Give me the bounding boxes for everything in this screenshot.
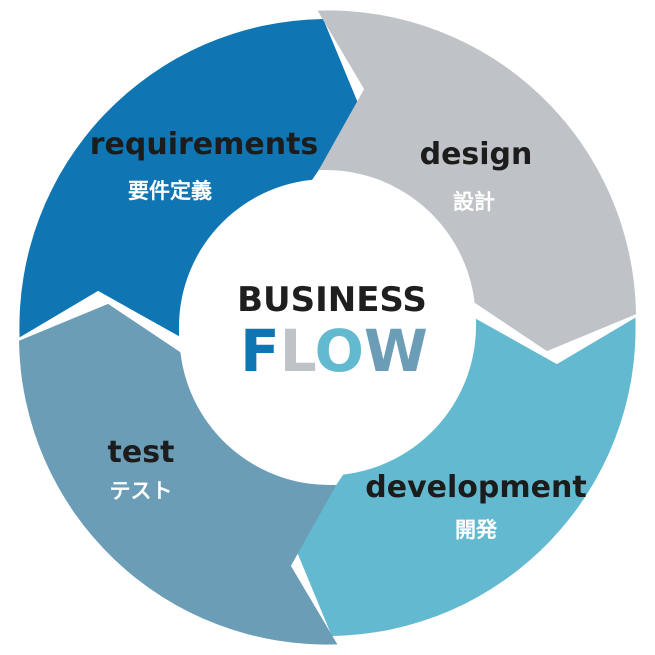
- center-circle: [179, 179, 475, 475]
- center-title: BUSINESS: [237, 280, 427, 320]
- flow-letter-o: O: [315, 317, 364, 385]
- label-test: test: [108, 435, 175, 470]
- label-requirements: requirements: [90, 127, 319, 162]
- center-flow-word: FLOW: [240, 317, 428, 385]
- segment-design: [317, 10, 636, 352]
- segment-test: [19, 303, 338, 645]
- flow-letter-f: F: [240, 317, 280, 385]
- sublabel-design: 設計: [453, 190, 495, 214]
- label-development: development: [365, 470, 586, 505]
- flow-letter-w: W: [364, 317, 428, 385]
- segment-requirements: [19, 19, 361, 338]
- label-design: design: [420, 137, 533, 172]
- sublabel-development: 開発: [455, 518, 498, 542]
- segment-development: [294, 317, 636, 636]
- sublabel-test: テスト: [110, 479, 173, 503]
- flow-letter-l: L: [280, 317, 316, 385]
- sublabel-requirements: 要件定義: [128, 179, 212, 203]
